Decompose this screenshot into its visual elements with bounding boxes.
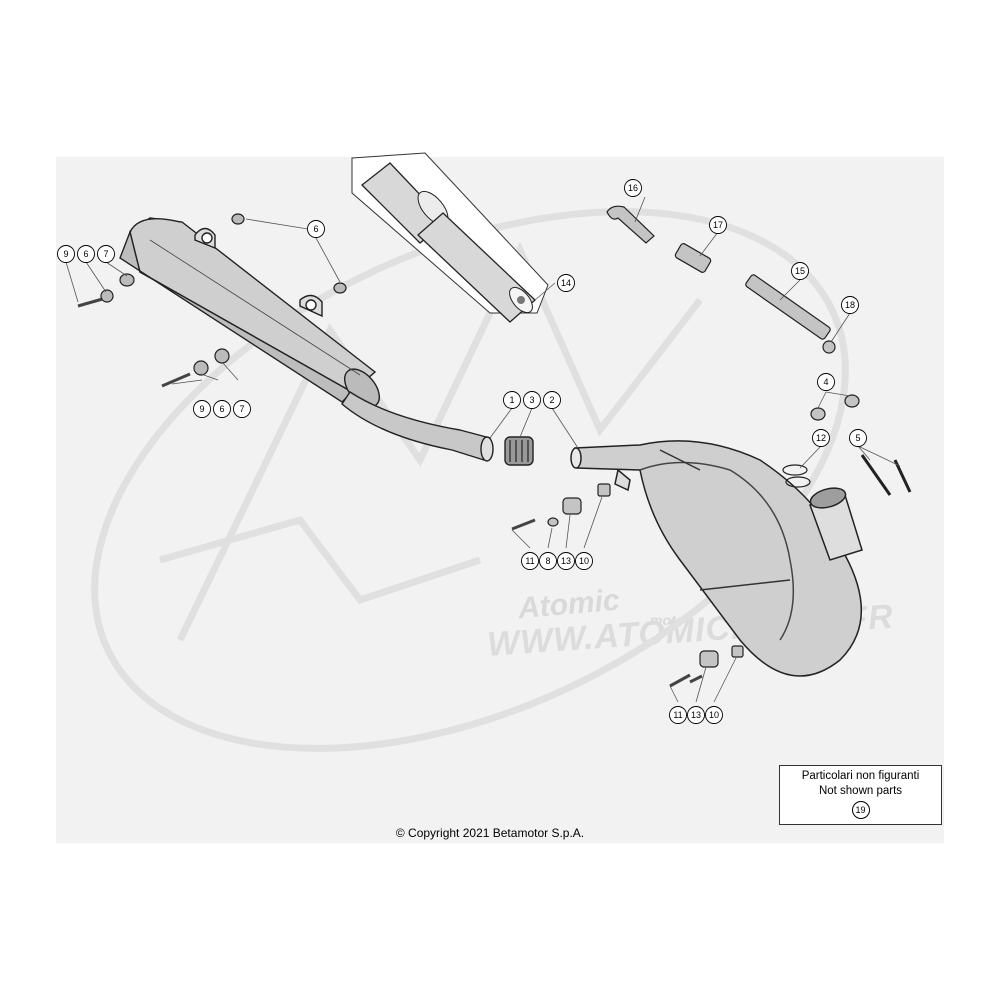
background-logo-watermark xyxy=(91,208,849,752)
kit-14-box xyxy=(351,152,549,323)
callout-11: 11 xyxy=(521,552,539,570)
callout-16: 16 xyxy=(624,179,642,197)
callout-9: 9 xyxy=(193,400,211,418)
callout-label: 8 xyxy=(545,556,550,566)
callout-label: 6 xyxy=(83,249,88,259)
not-shown-line-italian: Particolari non figuranti xyxy=(801,770,920,782)
callout-6: 6 xyxy=(77,245,95,263)
link-pipe xyxy=(341,391,534,466)
callout-label: 3 xyxy=(529,395,534,405)
callout-11: 11 xyxy=(669,706,687,724)
callout-label: 9 xyxy=(199,404,204,414)
silencer-fittings xyxy=(77,213,347,388)
copyright-text: © Copyright 2021 Betamotor S.p.A. xyxy=(395,826,585,840)
callout-18: 18 xyxy=(841,296,859,314)
callout-label: 12 xyxy=(816,433,826,443)
callout-17: 17 xyxy=(709,216,727,234)
callout-4: 4 xyxy=(817,373,835,391)
silencer xyxy=(119,217,380,408)
callout-7: 7 xyxy=(233,400,251,418)
callout-label: 4 xyxy=(823,377,828,387)
callout-label: 13 xyxy=(561,556,571,566)
callout-14: 14 xyxy=(557,274,575,292)
callout-label: 14 xyxy=(561,278,571,288)
callout-label: 10 xyxy=(579,556,589,566)
not-shown-ref-callout: 19 xyxy=(851,801,870,819)
callout-label: 9 xyxy=(63,249,68,259)
callout-6: 6 xyxy=(307,220,325,238)
not-shown-line-english: Not shown parts xyxy=(818,785,903,797)
not-shown-parts-box: Particolari non figuranti Not shown part… xyxy=(779,765,942,825)
callout-10: 10 xyxy=(705,706,723,724)
callout-15: 15 xyxy=(791,262,809,280)
callout-label: 10 xyxy=(709,710,719,720)
callout-label: 1 xyxy=(509,395,514,405)
callout-3: 3 xyxy=(523,391,541,409)
callout-6: 6 xyxy=(213,400,231,418)
callout-label: 5 xyxy=(855,433,860,443)
expansion-chamber xyxy=(570,440,863,677)
callout-label: 13 xyxy=(691,710,701,720)
callout-label: 16 xyxy=(628,183,638,193)
callout-8: 8 xyxy=(539,552,557,570)
callout-label: 6 xyxy=(313,224,318,234)
callout-7: 7 xyxy=(97,245,115,263)
callout-label: 11 xyxy=(525,556,534,566)
callout-label: 15 xyxy=(795,266,805,276)
callout-9: 9 xyxy=(57,245,75,263)
callout-label: 11 xyxy=(673,710,682,720)
callout-2: 2 xyxy=(543,391,561,409)
small-parts xyxy=(511,205,912,688)
callout-12: 12 xyxy=(812,429,830,447)
callout-label: 7 xyxy=(239,404,244,414)
callout-label: 18 xyxy=(845,300,855,310)
callout-13: 13 xyxy=(557,552,575,570)
callout-1: 1 xyxy=(503,391,521,409)
leader-lines xyxy=(65,196,901,703)
callout-label: 2 xyxy=(549,395,554,405)
callout-label: 7 xyxy=(103,249,108,259)
callout-label: 17 xyxy=(713,220,723,230)
callout-13: 13 xyxy=(687,706,705,724)
callout-10: 10 xyxy=(575,552,593,570)
callout-5: 5 xyxy=(849,429,867,447)
callout-label: 6 xyxy=(219,404,224,414)
